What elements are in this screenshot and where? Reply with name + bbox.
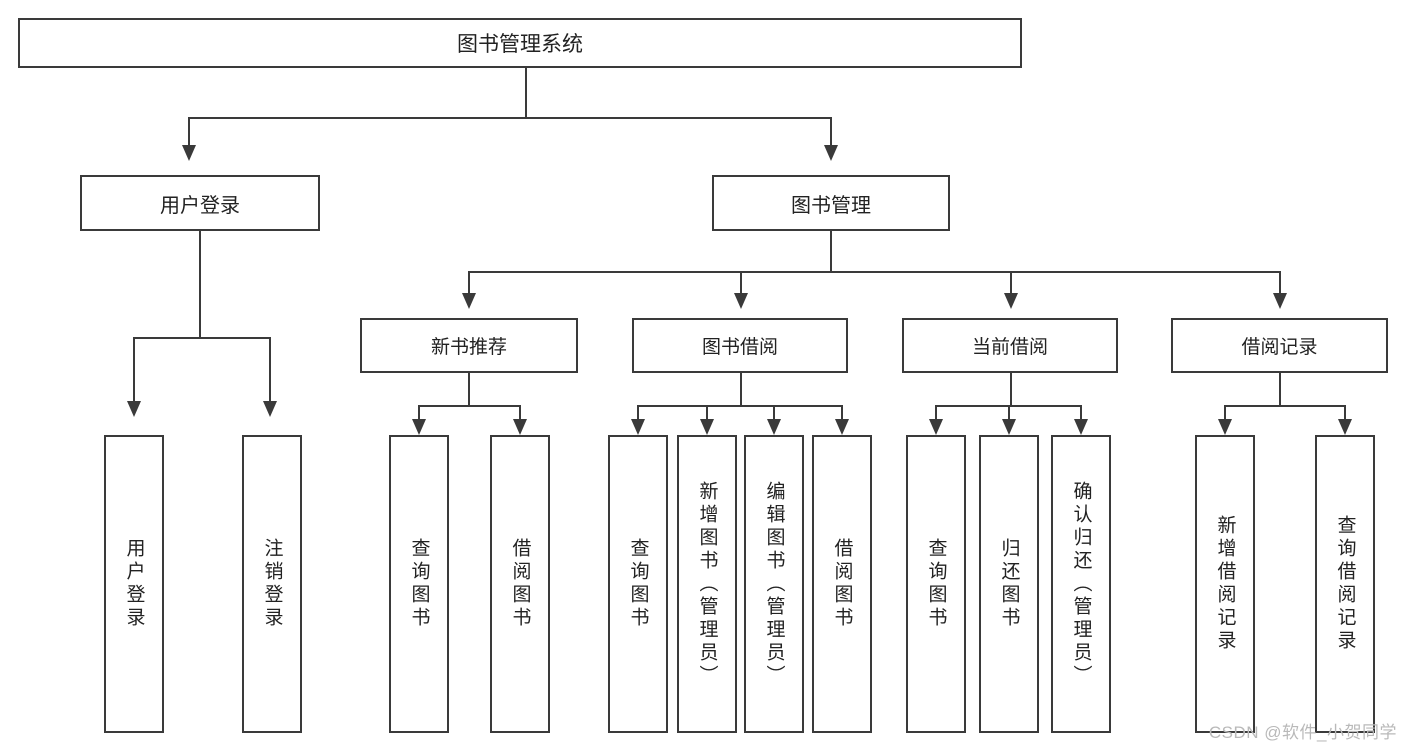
connector-new-book-bar bbox=[418, 405, 520, 407]
leaf-return-book[interactable]: 归还图书 bbox=[979, 435, 1039, 733]
connector-book-borrow-bar bbox=[637, 405, 843, 407]
node-new-book-recommend[interactable]: 新书推荐 bbox=[360, 318, 578, 373]
leaf-label: 用户登录 bbox=[123, 538, 145, 630]
node-user-login[interactable]: 用户登录 bbox=[80, 175, 320, 231]
leaf-edit-book-admin[interactable]: 编辑图书（管理员） bbox=[744, 435, 804, 733]
node-label: 新书推荐 bbox=[430, 337, 507, 358]
node-borrow-record[interactable]: 借阅记录 bbox=[1171, 318, 1388, 373]
leaf-label: 归还图书 bbox=[998, 538, 1020, 630]
leaf-user-login[interactable]: 用户登录 bbox=[104, 435, 164, 733]
leaf-confirm-return-admin[interactable]: 确认归还（管理员） bbox=[1051, 435, 1111, 733]
leaf-label: 借阅图书 bbox=[831, 538, 853, 630]
leaf-label: 新增图书（管理员） bbox=[696, 480, 718, 688]
connector-borrow-record-bar bbox=[1224, 405, 1345, 407]
node-current-borrow[interactable]: 当前借阅 bbox=[902, 318, 1118, 373]
connector-book-borrow-stem bbox=[740, 373, 742, 406]
leaf-label: 编辑图书（管理员） bbox=[763, 480, 785, 688]
connector-current-borrow-stem bbox=[1010, 373, 1012, 406]
connector-borrow-record-drop-1 bbox=[1224, 405, 1226, 421]
leaf-add-book-admin[interactable]: 新增图书（管理员） bbox=[677, 435, 737, 733]
leaf-query-book-current[interactable]: 查询图书 bbox=[906, 435, 966, 733]
node-root-system[interactable]: 图书管理系统 bbox=[18, 18, 1022, 68]
arrowhead-borrow-record bbox=[1273, 293, 1287, 309]
node-label: 图书管理 bbox=[791, 194, 871, 217]
connector-to-book-borrow bbox=[740, 271, 742, 295]
node-label: 用户登录 bbox=[160, 194, 240, 217]
connector-new-book-drop-2 bbox=[519, 405, 521, 421]
leaf-label: 查询图书 bbox=[925, 538, 947, 630]
arrowhead-current-borrow bbox=[1004, 293, 1018, 309]
arrowhead-edit-book bbox=[767, 419, 781, 435]
leaf-add-borrow-record[interactable]: 新增借阅记录 bbox=[1195, 435, 1255, 733]
node-label: 当前借阅 bbox=[971, 337, 1048, 358]
connector-book-mgmt-stem bbox=[830, 231, 832, 272]
leaf-label: 查询借阅记录 bbox=[1334, 515, 1356, 653]
leaf-label: 新增借阅记录 bbox=[1214, 515, 1236, 653]
leaf-label: 查询图书 bbox=[627, 538, 649, 630]
connector-book-mgmt-bar bbox=[468, 271, 1280, 273]
leaf-query-book-new[interactable]: 查询图书 bbox=[389, 435, 449, 733]
leaf-borrow-book[interactable]: 借阅图书 bbox=[812, 435, 872, 733]
leaf-query-borrow-record[interactable]: 查询借阅记录 bbox=[1315, 435, 1375, 733]
connector-to-new-book bbox=[468, 271, 470, 295]
connector-user-login-bar bbox=[133, 337, 269, 339]
arrowhead-query-book-3 bbox=[929, 419, 943, 435]
arrowhead-query-record bbox=[1338, 419, 1352, 435]
node-label: 图书管理系统 bbox=[457, 33, 583, 56]
arrowhead-leaf-logout bbox=[263, 401, 277, 417]
connector-book-borrow-drop-2 bbox=[706, 405, 708, 421]
arrowhead-user-login bbox=[182, 145, 196, 161]
leaf-label: 确认归还（管理员） bbox=[1070, 480, 1092, 688]
connector-current-borrow-drop-1 bbox=[935, 405, 937, 421]
connector-user-login-drop-2 bbox=[269, 337, 271, 403]
leaf-label: 借阅图书 bbox=[509, 538, 531, 630]
connector-book-borrow-drop-3 bbox=[773, 405, 775, 421]
connector-user-login-stem bbox=[199, 231, 201, 338]
arrowhead-book-mgmt bbox=[824, 145, 838, 161]
connector-to-borrow-record bbox=[1279, 271, 1281, 295]
arrowhead-query-book-1 bbox=[412, 419, 426, 435]
arrowhead-query-book-2 bbox=[631, 419, 645, 435]
arrowhead-confirm-return bbox=[1074, 419, 1088, 435]
leaf-label: 查询图书 bbox=[408, 538, 430, 630]
node-label: 图书借阅 bbox=[701, 337, 778, 358]
leaf-query-book-borrow[interactable]: 查询图书 bbox=[608, 435, 668, 733]
connector-user-login-drop-1 bbox=[133, 337, 135, 403]
connector-root-to-book-mgmt bbox=[830, 117, 832, 147]
connector-root-to-user-login bbox=[188, 117, 190, 147]
connector-book-borrow-drop-1 bbox=[637, 405, 639, 421]
connector-root-stem bbox=[525, 68, 527, 117]
node-book-management[interactable]: 图书管理 bbox=[712, 175, 950, 231]
connector-borrow-record-drop-2 bbox=[1344, 405, 1346, 421]
arrowhead-borrow-book-1 bbox=[513, 419, 527, 435]
connector-borrow-record-stem bbox=[1279, 373, 1281, 406]
arrowhead-return-book bbox=[1002, 419, 1016, 435]
arrowhead-book-borrow bbox=[734, 293, 748, 309]
connector-new-book-drop-1 bbox=[418, 405, 420, 421]
arrowhead-add-record bbox=[1218, 419, 1232, 435]
connector-book-borrow-drop-4 bbox=[841, 405, 843, 421]
connector-current-borrow-drop-3 bbox=[1080, 405, 1082, 421]
arrowhead-borrow-book-2 bbox=[835, 419, 849, 435]
leaf-logout[interactable]: 注销登录 bbox=[242, 435, 302, 733]
connector-to-current-borrow bbox=[1010, 271, 1012, 295]
leaf-borrow-book-new[interactable]: 借阅图书 bbox=[490, 435, 550, 733]
arrowhead-leaf-user-login bbox=[127, 401, 141, 417]
connector-new-book-stem bbox=[468, 373, 470, 406]
watermark-text: CSDN @软件_小贺同学 bbox=[1208, 723, 1397, 742]
connector-root-bar bbox=[188, 117, 832, 119]
arrowhead-new-book bbox=[462, 293, 476, 309]
node-book-borrow[interactable]: 图书借阅 bbox=[632, 318, 848, 373]
arrowhead-add-book bbox=[700, 419, 714, 435]
leaf-label: 注销登录 bbox=[261, 538, 283, 630]
connector-current-borrow-drop-2 bbox=[1008, 405, 1010, 421]
node-label: 借阅记录 bbox=[1241, 337, 1318, 358]
